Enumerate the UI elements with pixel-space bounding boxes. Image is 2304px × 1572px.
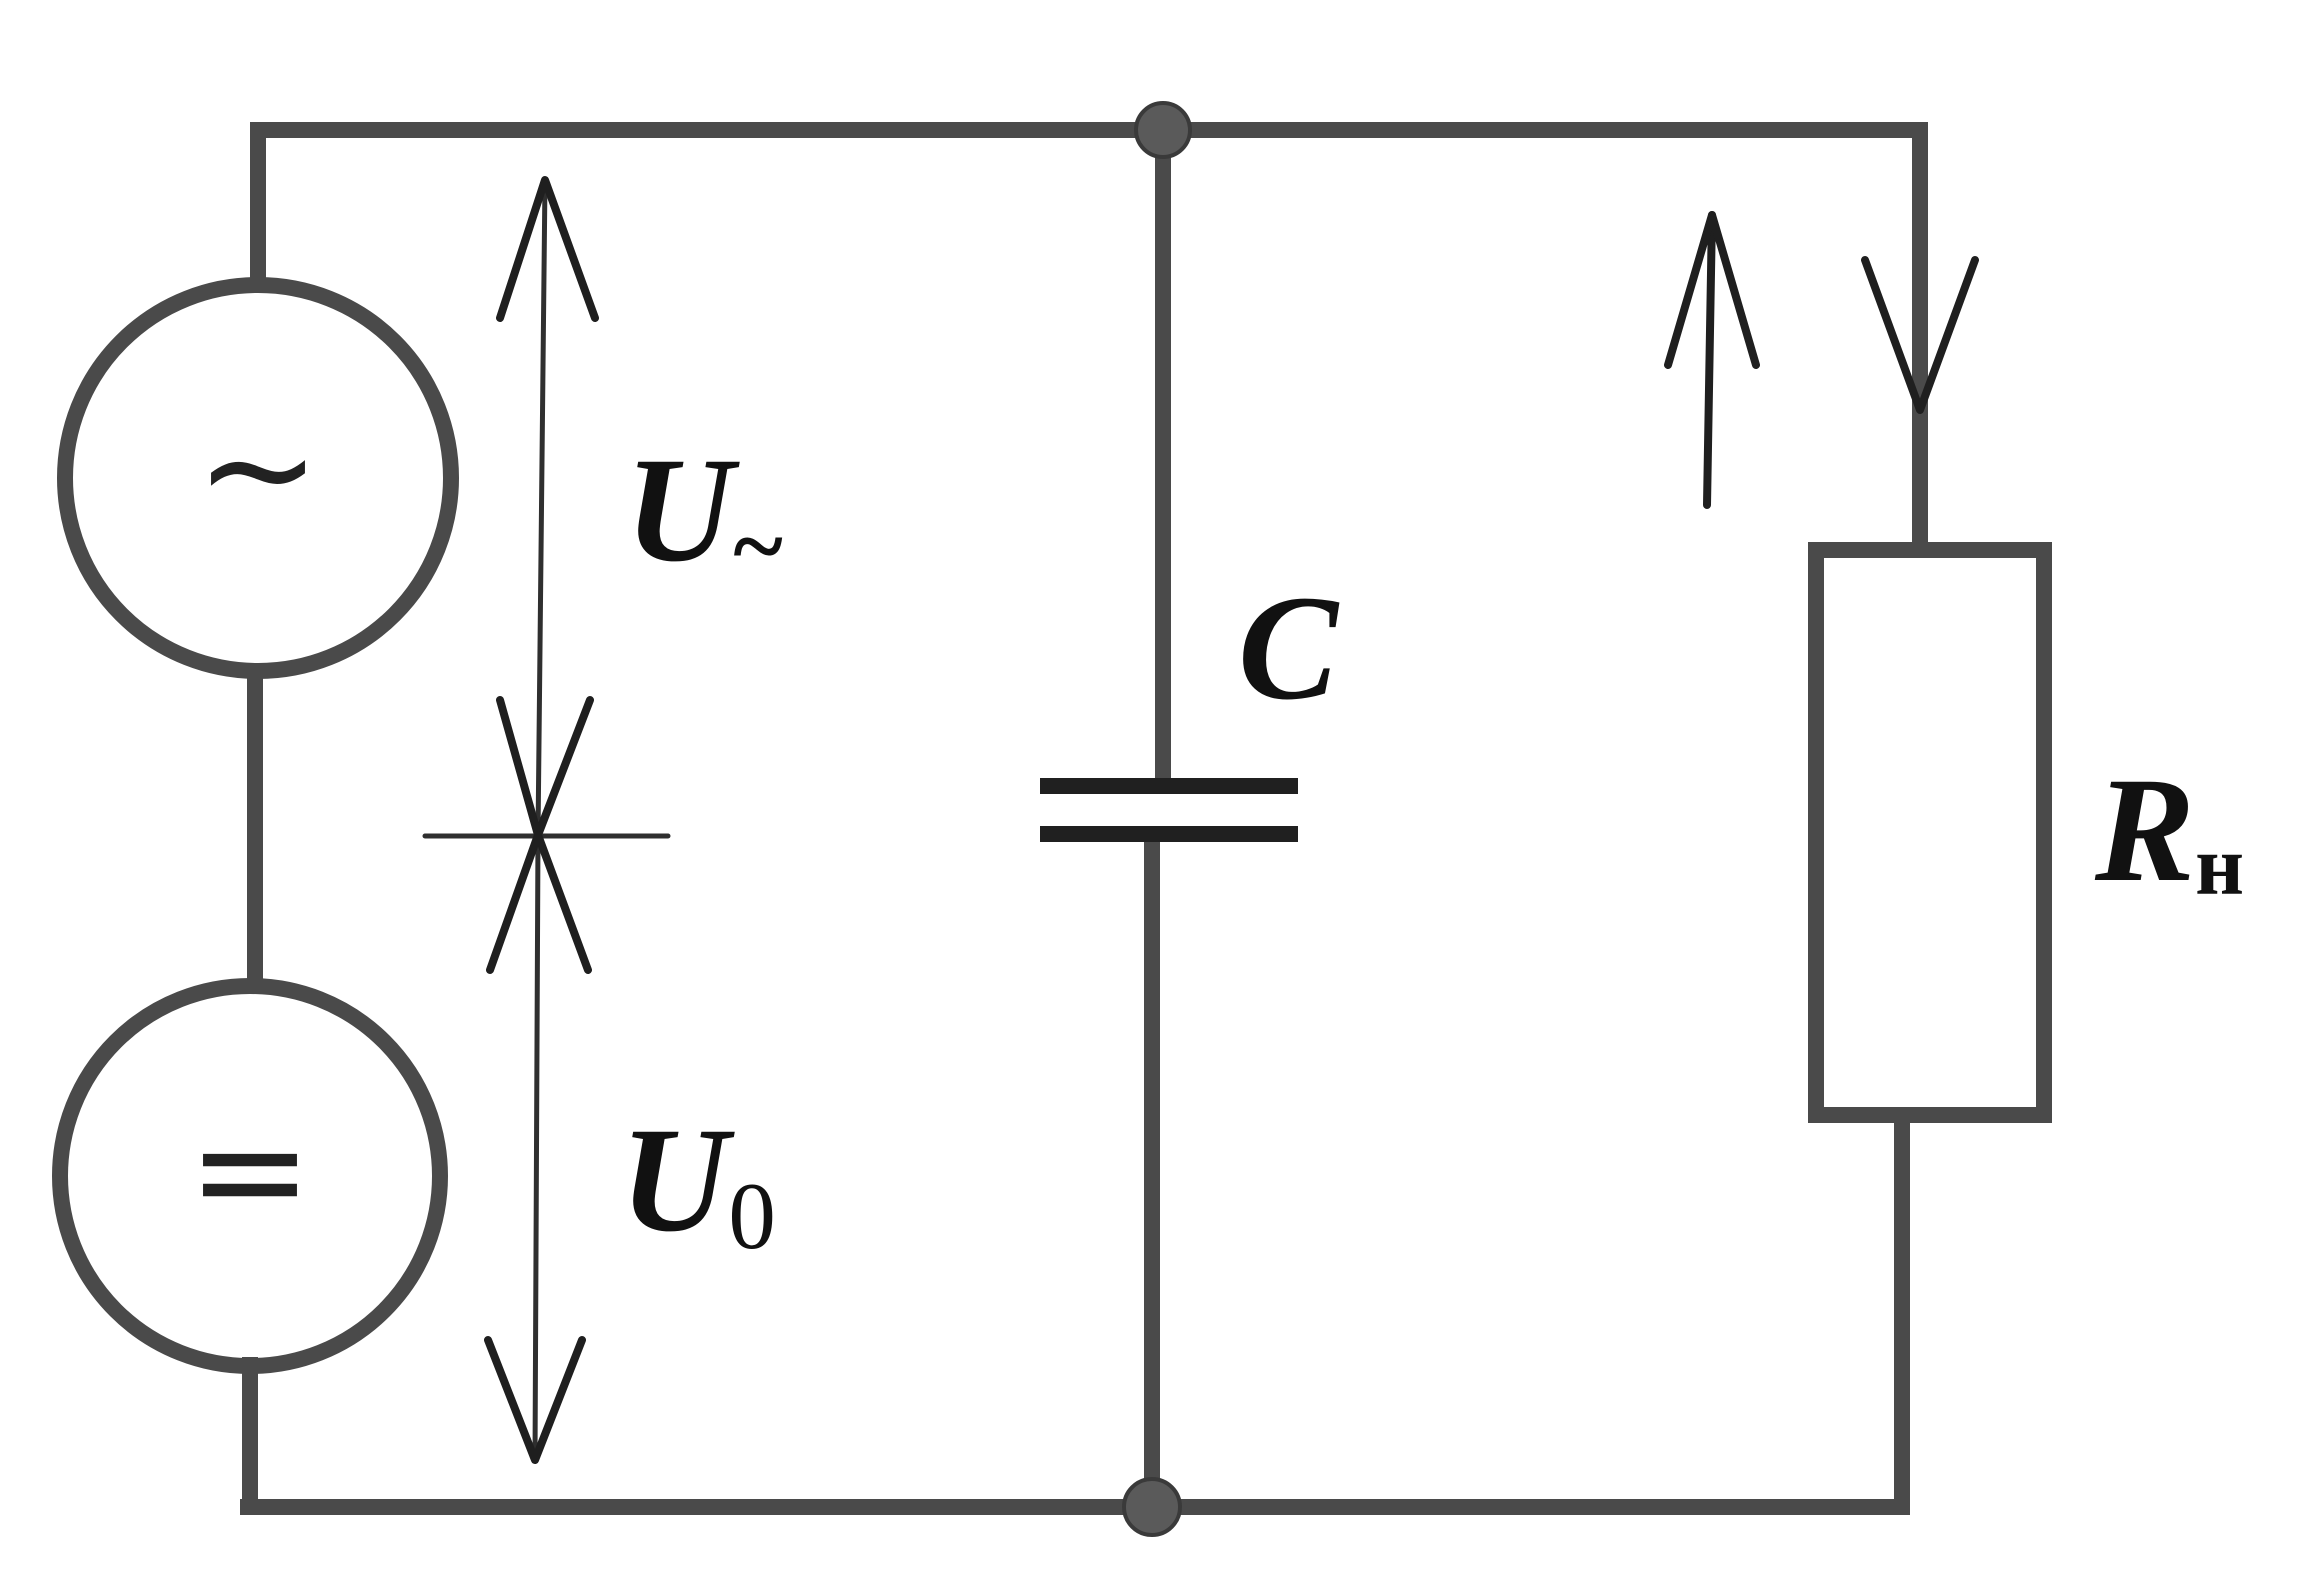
ac-voltage-arrow-head (496, 176, 599, 322)
load-resistor (1808, 542, 2052, 1123)
current-arrows (1664, 211, 1979, 509)
wires (240, 122, 1928, 1515)
load-resistor-label-main: R (2094, 747, 2195, 913)
ac-voltage-arrow-tail (496, 696, 594, 839)
dc-voltage-arrow-head (484, 1336, 586, 1464)
dc-voltage-source: = (52, 978, 448, 1374)
ac-voltage-source: ~ (57, 277, 459, 679)
load-resistor-label-subscript: н (2195, 819, 2244, 913)
voltage-arrows (422, 176, 671, 1464)
dc-voltage-label-subscript: 0 (728, 1163, 776, 1269)
current-arrow-up-head (1664, 211, 1760, 369)
capacitor (1040, 778, 1298, 842)
dc-source-symbol: = (187, 1084, 313, 1258)
ac-source-circle (57, 277, 459, 679)
junction-node-top (1134, 101, 1192, 159)
dc-source-circle (52, 978, 448, 1374)
current-arrow-up-shaft (1703, 211, 1716, 509)
ac-voltage-label-main: U (625, 427, 740, 593)
dc-voltage-label-main: U (620, 1097, 735, 1263)
ac-voltage-label-subscript: ~ (733, 493, 782, 599)
ac-voltage-arrow-shaft (535, 177, 548, 838)
dc-voltage-arrow-shaft (532, 832, 541, 1463)
dc-voltage-label: U0 (620, 1097, 776, 1269)
labels: U~ U0 C Rн (620, 427, 2244, 1269)
junction-node-bottom (1122, 1477, 1182, 1537)
ac-source-symbol: ~ (195, 382, 321, 556)
load-resistor-label: Rн (2094, 747, 2244, 913)
current-arrow-down-head (1861, 256, 1979, 414)
ac-voltage-label: U~ (625, 427, 783, 599)
resistor-body (1808, 542, 2052, 1123)
capacitor-label: C (1238, 565, 1340, 731)
dc-voltage-arrow-tail (486, 831, 592, 974)
